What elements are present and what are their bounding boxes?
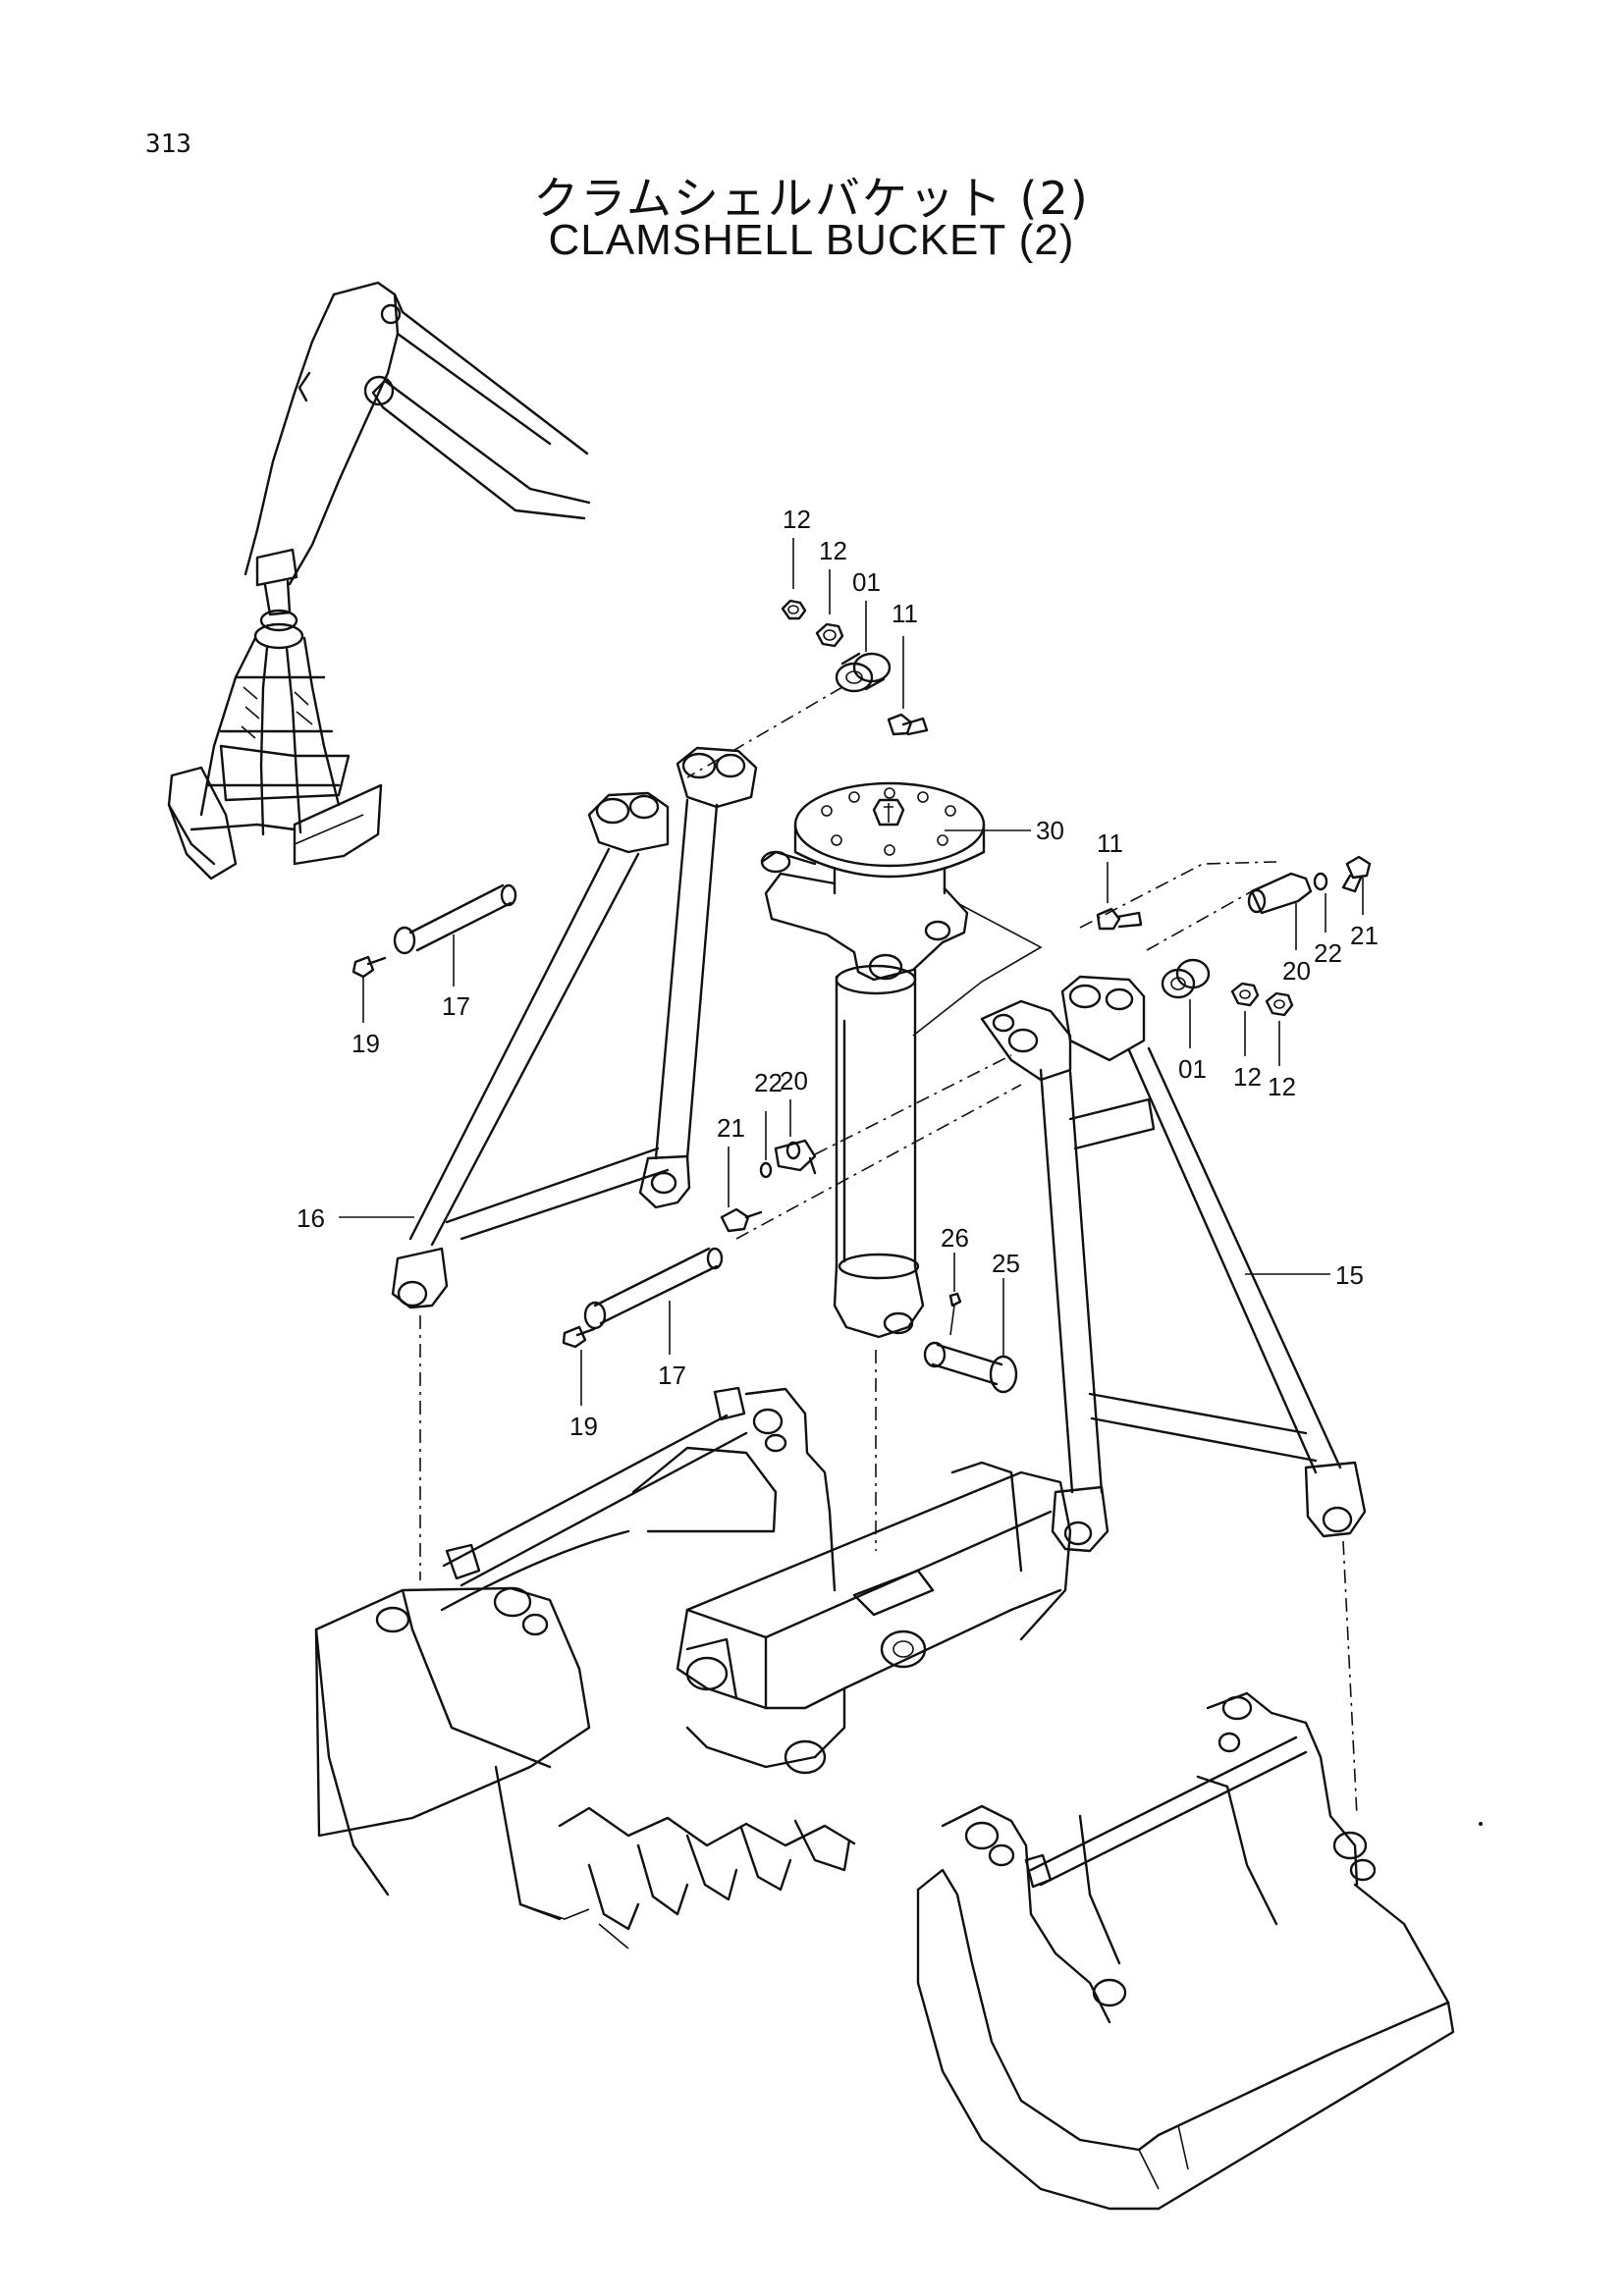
lower-pin-17-group bbox=[562, 1247, 724, 1406]
callout-12: 12 bbox=[819, 536, 847, 565]
callout-17: 17 bbox=[658, 1361, 686, 1390]
callout-12: 12 bbox=[1268, 1072, 1296, 1101]
callout-25: 25 bbox=[992, 1249, 1020, 1278]
callout-12: 12 bbox=[783, 505, 811, 534]
callout-20: 20 bbox=[780, 1066, 808, 1095]
machine-inset-illustration bbox=[167, 281, 591, 881]
callout-22: 22 bbox=[1314, 938, 1342, 968]
callout-12: 12 bbox=[1233, 1062, 1262, 1092]
upper-pin-17-group bbox=[352, 883, 517, 1023]
callout-26: 26 bbox=[941, 1223, 969, 1253]
right-hardware-group bbox=[1096, 855, 1372, 1066]
callout-19: 19 bbox=[569, 1412, 598, 1441]
page-title-japanese: クラムシェルバケット (2) bbox=[533, 172, 1090, 225]
page-title-english: CLAMSHELL BUCKET (2) bbox=[548, 216, 1075, 264]
middle-hardware-group bbox=[720, 1054, 1022, 1240]
callout-22: 22 bbox=[754, 1068, 783, 1097]
callout-16: 16 bbox=[297, 1203, 325, 1233]
callout-11: 11 bbox=[1097, 828, 1123, 858]
link-16 bbox=[339, 746, 758, 1580]
callout-17: 17 bbox=[442, 991, 470, 1021]
link-15 bbox=[980, 975, 1367, 1817]
right-bucket bbox=[916, 1691, 1455, 2211]
page-number: 313 bbox=[145, 130, 191, 159]
callout-01: 01 bbox=[852, 567, 881, 597]
callout-labels: 12 12 01 11 30 11 20 22 21 01 12 12 17 1… bbox=[297, 505, 1379, 1441]
callout-20: 20 bbox=[1282, 956, 1311, 986]
callout-01: 01 bbox=[1178, 1054, 1207, 1084]
stray-mark bbox=[1479, 1822, 1483, 1826]
callout-30: 30 bbox=[1036, 816, 1064, 845]
callout-19: 19 bbox=[352, 1029, 380, 1058]
callout-21: 21 bbox=[717, 1113, 745, 1143]
center-frame bbox=[676, 1461, 1072, 1775]
callout-11: 11 bbox=[892, 599, 918, 628]
left-bucket bbox=[314, 1386, 856, 1949]
top-hardware-group bbox=[686, 538, 929, 778]
callout-15: 15 bbox=[1335, 1260, 1364, 1290]
hydraulic-cylinder-30 bbox=[760, 781, 1277, 1551]
callout-21: 21 bbox=[1350, 921, 1379, 950]
